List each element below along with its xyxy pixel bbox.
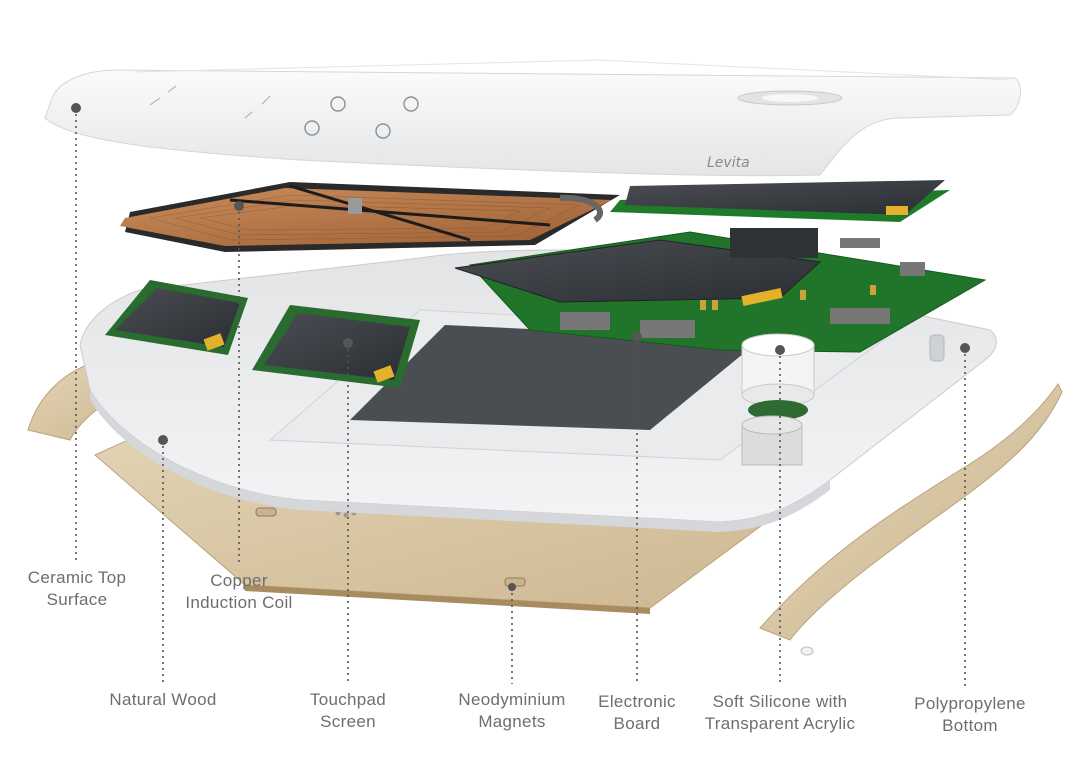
marker-polypropylene xyxy=(960,343,970,353)
label-line: Magnets xyxy=(478,712,546,731)
marker-silicone xyxy=(775,345,785,355)
label-soft-silicone: Soft Silicone with Transparent Acrylic xyxy=(705,691,856,735)
electronic-board xyxy=(454,180,987,353)
marker-wood xyxy=(158,435,168,445)
label-line: Bottom xyxy=(942,716,998,735)
marker-touchpad xyxy=(343,338,353,348)
label-line: Surface xyxy=(46,590,108,609)
label-line: Board xyxy=(613,714,661,733)
brand-logo: Levita xyxy=(707,155,750,171)
label-line: Ceramic Top xyxy=(27,568,127,587)
label-line: Induction Coil xyxy=(185,593,293,612)
neodymium-magnets xyxy=(255,507,526,587)
leader-lines xyxy=(75,108,966,686)
label-line: Transparent Acrylic xyxy=(704,714,856,733)
label-line: Soft Silicone with xyxy=(712,692,848,711)
marker-magnets xyxy=(508,583,516,591)
label-touchpad-screen: Touchpad Screen xyxy=(310,689,386,733)
label-copper-induction-coil: Copper Induction Coil xyxy=(185,570,292,614)
label-ceramic-top-surface: Ceramic Top Surface xyxy=(28,567,126,611)
label-line: Screen xyxy=(320,712,376,731)
marker-ceramic xyxy=(71,103,81,113)
label-line: Neodyminium xyxy=(458,690,566,709)
label-line: Copper xyxy=(210,571,268,590)
label-natural-wood: Natural Wood xyxy=(109,689,216,711)
label-polypropylene-bottom: Polypropylene Bottom xyxy=(914,693,1026,737)
ceramic-top-surface: Levita xyxy=(44,59,1021,177)
label-line: Electronic xyxy=(598,692,676,711)
polypropylene-side-piece xyxy=(759,383,1063,656)
marker-electronic xyxy=(632,332,642,342)
leader-markers xyxy=(71,103,970,591)
label-line: Polypropylene xyxy=(914,694,1026,713)
touchpad-screens xyxy=(105,280,420,388)
label-line: Natural Wood xyxy=(109,690,217,709)
label-line: Touchpad xyxy=(309,690,387,709)
marker-copper xyxy=(234,201,244,211)
label-electronic-board: Electronic Board xyxy=(598,691,676,735)
label-neodyminium-magnets: Neodyminium Magnets xyxy=(458,689,565,733)
copper-induction-coil xyxy=(120,182,620,252)
